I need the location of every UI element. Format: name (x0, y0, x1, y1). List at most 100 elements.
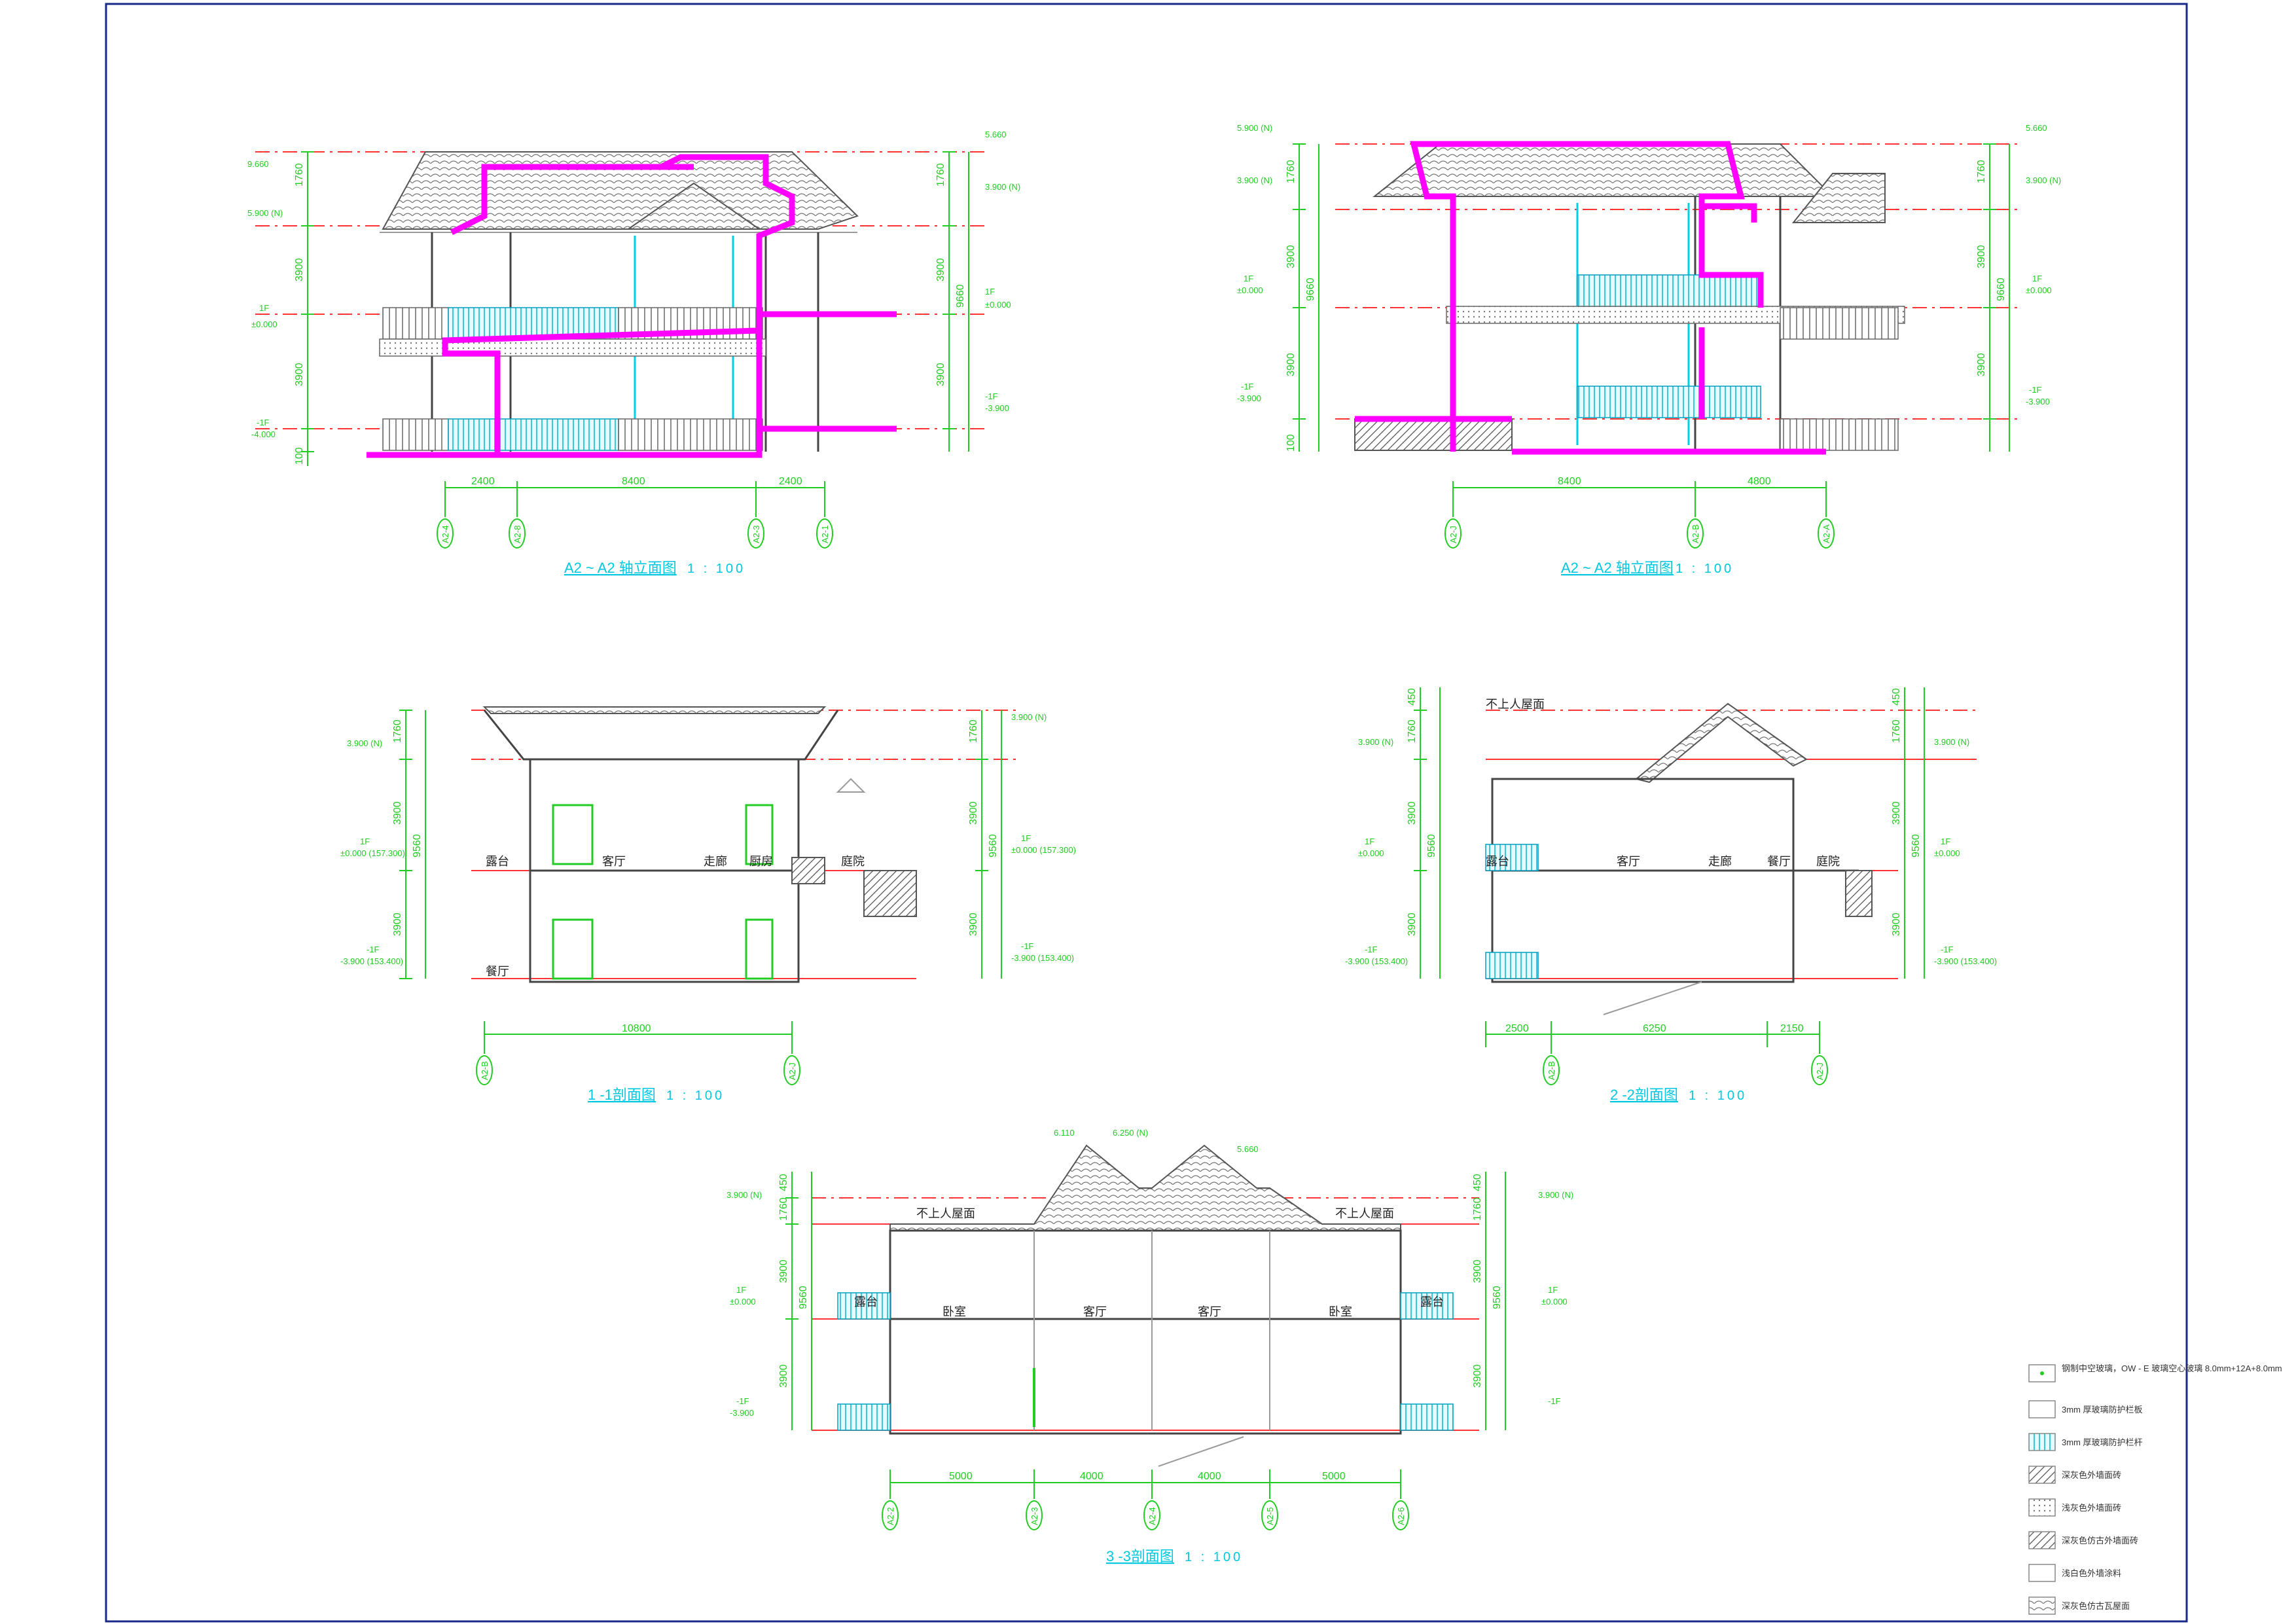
level-1f-b: 1F (1244, 274, 1253, 283)
lvl-s1-2: -3.900 (153.400) (340, 956, 403, 966)
level-5660-b: 5.660 (2026, 123, 2047, 133)
level-b1-a-r: -1F (985, 391, 998, 401)
lvl-s1r-b1: -1F (1021, 941, 1034, 951)
axis-a-1: A2-8 (512, 526, 522, 543)
room-s3-0a: 露台 (854, 1295, 878, 1308)
lvl-s2-1f: 1F (1365, 837, 1374, 846)
section-2: 不上人屋面 露台 客厅 走廊 餐厅 庭院 450 1760 3900 3900 … (1345, 687, 1997, 1103)
axis-s3-0: A2-2 (886, 1507, 895, 1525)
dim-3900-s3ra: 3900 (1472, 1259, 1483, 1283)
level-3900n-a-r: -3.900 (985, 403, 1009, 413)
lvl-s1-1: ±0.000 (157.300) (340, 848, 405, 858)
dim-100-b: 100 (1285, 434, 1297, 452)
level-000-b-r: ±0.000 (2026, 285, 2052, 295)
lvl-s3r-0: 3.900 (N) (1538, 1190, 1573, 1200)
room-s3-4: 卧室 (1329, 1305, 1352, 1318)
wdim-s3-2: 4000 (1198, 1471, 1221, 1482)
level-n3900-b-r: -3.900 (2026, 397, 2050, 406)
axis-s1-0: A2-B (480, 1061, 490, 1080)
wdim-s3-3: 5000 (1322, 1471, 1346, 1482)
lvl-s3-b1: -1F (736, 1396, 749, 1406)
section-3: 不上人屋面 不上人屋面 露台 露台 卧室 客厅 客厅 卧室 450 1760 3… (726, 1128, 1573, 1564)
elevation-b: 1760 3900 3900 9660 100 5.900 (N) 3.900 … (1237, 123, 2061, 576)
dim-1760-a: 1760 (294, 163, 305, 187)
dim-1760-s1: 1760 (392, 719, 403, 743)
level-000-b: ±0.000 (1237, 285, 1263, 295)
legend-label-5: 深灰色仿古外墙面砖 (2062, 1536, 2138, 1545)
level-1f-a-r: 1F (985, 287, 995, 297)
dim-1760-a-r: 1760 (935, 163, 946, 187)
dim-3900-s1b: 3900 (392, 912, 403, 936)
wdim-s1-0: 10800 (622, 1023, 651, 1034)
dim-3900-a-r1: 3900 (935, 258, 946, 281)
level-000-a: ±0.000 (251, 319, 278, 329)
lvl-s2r-1f: 1F (1941, 837, 1950, 846)
lvl-s2-0: 3.900 (N) (1358, 737, 1393, 747)
room-s3-3: 客厅 (1198, 1305, 1221, 1318)
dim-450-s3r: 450 (1472, 1174, 1483, 1191)
axis-a-2: A2-3 (751, 526, 761, 543)
axis-b-2: A2-A (1821, 524, 1831, 543)
level-5900-a: 5.900 (N) (247, 208, 283, 218)
section-1: 露台 餐厅 客厅 走廊 厨房 庭院 1760 3900 3900 9560 3.… (340, 706, 1076, 1103)
legend-label-0: 钢制中空玻璃，OW - E 玻璃空心玻璃 8.0mm+12A+8.0mm (2062, 1363, 2282, 1373)
scale-elev-a: 1 : 100 (687, 562, 745, 576)
dim-total-s2r: 9560 (1910, 834, 1922, 857)
dim-3900-s2a: 3900 (1407, 801, 1418, 825)
lvl-s3-4: 6.250 (N) (1113, 1128, 1148, 1138)
legend-label-4: 浅灰色外墙面砖 (2062, 1503, 2121, 1513)
scale-s2: 1 : 100 (1689, 1089, 1747, 1103)
lvl-s3-2: -3.900 (730, 1408, 754, 1418)
dim-1760-s2: 1760 (1407, 719, 1418, 743)
lvl-s2r-b1: -1F (1941, 945, 1954, 954)
dim-450-s2: 450 (1407, 688, 1418, 706)
wdim-s2-1: 6250 (1643, 1023, 1666, 1034)
dim-total-s3r: 9560 (1492, 1286, 1503, 1309)
lvl-s1-b1: -1F (367, 945, 380, 954)
axis-a-0: A2-4 (440, 526, 450, 543)
room-s3-5b: 不上人屋面 (1335, 1207, 1394, 1220)
dim-3900-b-r1: 3900 (1976, 245, 1987, 268)
wdim-a-0: 2400 (471, 476, 495, 487)
axis-s3-4: A2-6 (1396, 1507, 1406, 1525)
axis-s3-2: A2-4 (1147, 1507, 1157, 1525)
level-b1-b-r: -1F (2029, 385, 2042, 395)
legend-label-1: 3mm 厚玻璃防护栏板 (2062, 1405, 2143, 1415)
dim-3900-a1: 3900 (294, 258, 305, 281)
dim-total-s1: 9560 (412, 834, 423, 857)
dim-3900-s2b: 3900 (1407, 912, 1418, 936)
axis-a-3: A2-1 (820, 526, 830, 543)
lvl-s1r-0: 3.900 (N) (1011, 712, 1047, 722)
level-b1-a: -1F (257, 418, 270, 427)
room-s3-1: 卧室 (942, 1305, 966, 1318)
dim-total-s3: 9560 (798, 1286, 809, 1309)
dim-3900-b1: 3900 (1285, 245, 1297, 268)
lvl-s3-1: ±0.000 (730, 1297, 756, 1307)
lvl-s2r-2: -3.900 (153.400) (1934, 956, 1997, 966)
wdim-s3-1: 4000 (1080, 1471, 1103, 1482)
lvl-s3r-1f: 1F (1548, 1285, 1558, 1295)
lvl-s2-2: -3.900 (153.400) (1345, 956, 1408, 966)
dim-3900-b2: 3900 (1285, 353, 1297, 376)
level-9660-a: 9.660 (247, 159, 269, 169)
scale-s3: 1 : 100 (1185, 1550, 1243, 1564)
lvl-s1-0: 3.900 (N) (347, 738, 382, 748)
legend-label-7: 深灰色仿古瓦屋面 (2062, 1601, 2130, 1611)
room-s2-1: 客厅 (1617, 855, 1640, 868)
room-s3-0b: 露台 (1420, 1295, 1444, 1308)
scale-s1: 1 : 100 (666, 1089, 725, 1103)
room-s1-1: 餐厅 (486, 965, 509, 978)
level-5900-b: 5.900 (N) (1237, 123, 1272, 133)
wdim-s3-0: 5000 (949, 1471, 973, 1482)
dim-1760-s3r: 1760 (1472, 1197, 1483, 1221)
wdim-s2-0: 2500 (1505, 1023, 1529, 1034)
legend-label-2: 3mm 厚玻璃防护栏杆 (2062, 1437, 2143, 1447)
dim-3900-a2: 3900 (294, 363, 305, 386)
dim-total-b-r: 9660 (1996, 278, 2007, 301)
lvl-s1-1f: 1F (360, 837, 370, 846)
legend-label-3: 深灰色外墙面砖 (2062, 1470, 2121, 1480)
title-elev-b: A2 ~ A2 轴立面图 (1561, 560, 1674, 576)
room-s2-0: 露台 (1486, 855, 1509, 868)
room-s2-4: 庭院 (1816, 855, 1840, 868)
room-s1-5: 庭院 (841, 855, 865, 868)
